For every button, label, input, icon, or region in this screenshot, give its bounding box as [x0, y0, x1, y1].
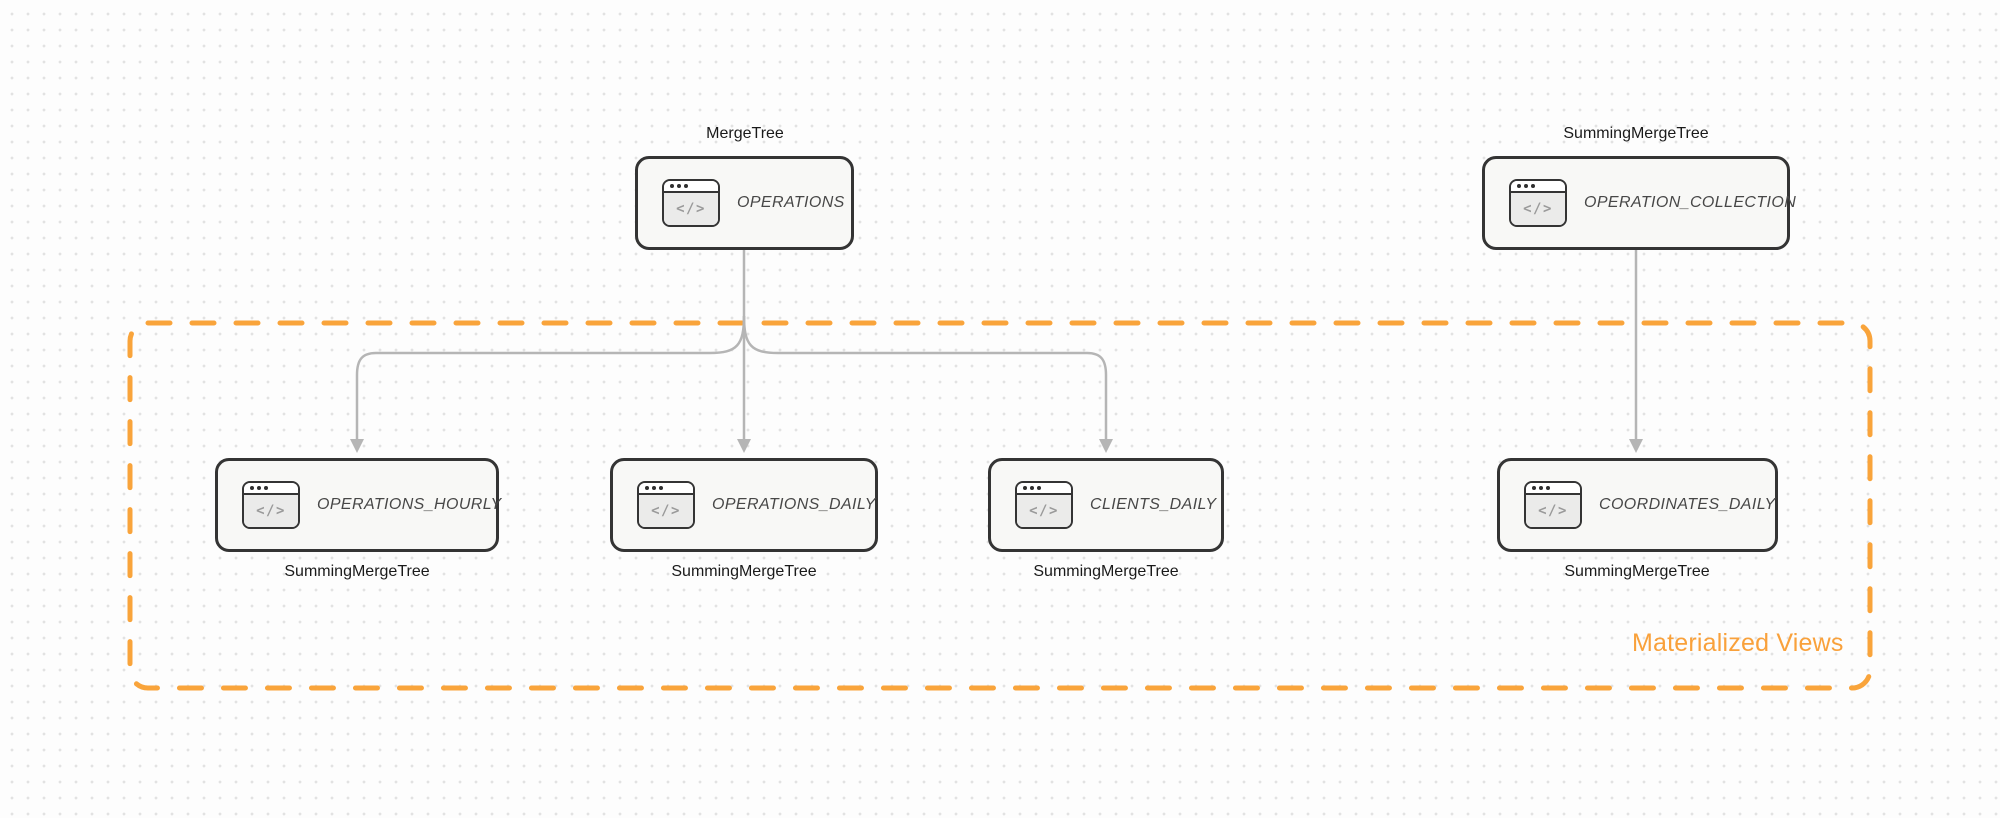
edge-operations-to-operations-hourly [355, 315, 746, 440]
code-window-icon: </> [1524, 481, 1582, 529]
arrowhead-operations-daily [737, 439, 751, 453]
engine-label-operations: MergeTree [706, 125, 784, 142]
code-window-icon: </> [662, 179, 720, 227]
arrowhead-coordinates-daily [1629, 439, 1643, 453]
node-operations-daily[interactable]: </> OPERATIONS_DAILY [610, 458, 878, 552]
arrowhead-operations-hourly [350, 439, 364, 453]
node-title-operations-hourly: OPERATIONS_HOURLY [317, 496, 502, 513]
engine-label-clients-daily: SummingMergeTree [1033, 563, 1179, 580]
engine-label-operations-daily: SummingMergeTree [671, 563, 817, 580]
code-window-icon: </> [242, 481, 300, 529]
materialized-views-frame[interactable] [127, 320, 1873, 691]
materialized-views-label: Materialized Views [1632, 629, 1844, 657]
node-title-operations-daily: OPERATIONS_DAILY [712, 496, 876, 513]
code-window-icon: </> [1509, 179, 1567, 227]
node-clients-daily[interactable]: </> CLIENTS_DAILY [988, 458, 1224, 552]
node-coordinates-daily[interactable]: </> COORDINATES_DAILY [1497, 458, 1778, 552]
code-window-icon: </> [1015, 481, 1073, 529]
node-title-coordinates-daily: COORDINATES_DAILY [1599, 496, 1776, 513]
node-title-operation-collection: OPERATION_COLLECTION [1584, 194, 1797, 211]
node-operation-collection[interactable]: </> OPERATION_COLLECTION [1482, 156, 1796, 250]
node-operations[interactable]: </> OPERATIONS [635, 156, 854, 250]
edge-operations-to-clients-daily [742, 315, 1108, 440]
node-title-operations: OPERATIONS [737, 194, 845, 211]
node-operations-hourly[interactable]: </> OPERATIONS_HOURLY [215, 458, 502, 552]
engine-label-operations-hourly: SummingMergeTree [284, 563, 430, 580]
code-window-icon: </> [637, 481, 695, 529]
engine-label-coordinates-daily: SummingMergeTree [1564, 563, 1710, 580]
arrowhead-clients-daily [1099, 439, 1113, 453]
node-title-clients-daily: CLIENTS_DAILY [1090, 496, 1217, 513]
engine-label-operation-collection: SummingMergeTree [1563, 125, 1709, 142]
